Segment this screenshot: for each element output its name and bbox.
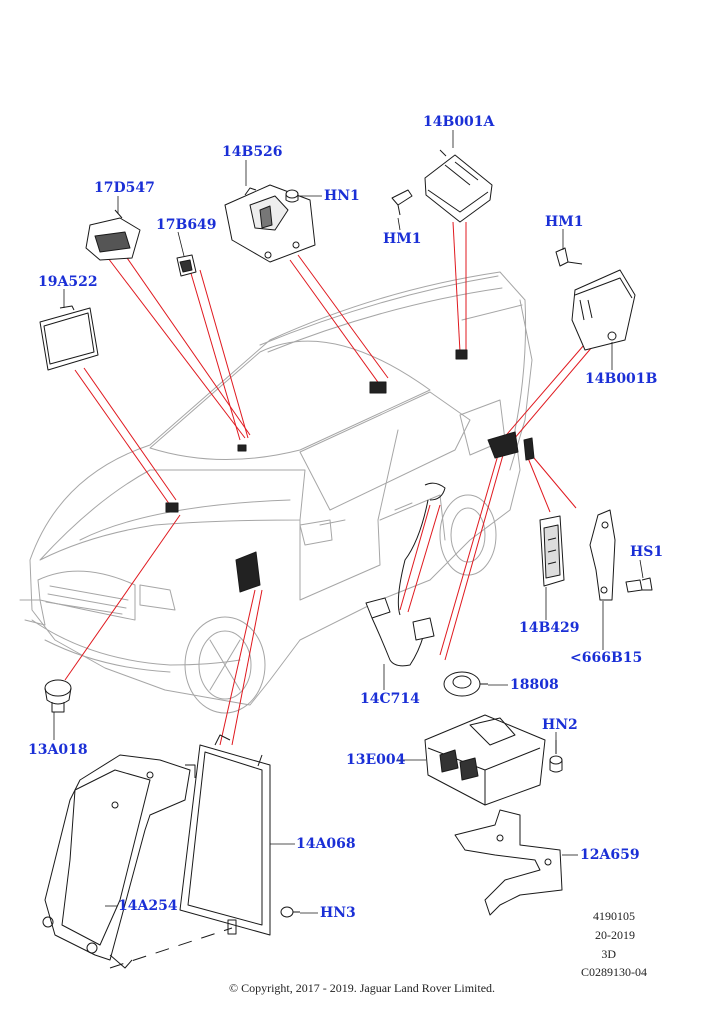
module-14B526-part bbox=[224, 184, 316, 263]
harness-14C714-part bbox=[365, 482, 446, 667]
speaker-18808-part bbox=[443, 671, 488, 697]
callout-14B001A: 14B001A bbox=[423, 114, 495, 130]
diagram-view: 3D bbox=[601, 947, 616, 961]
vehicle-outline bbox=[19, 271, 533, 714]
diagram-reference: C0289130-04 bbox=[581, 965, 647, 979]
callout-HN1: HN1 bbox=[324, 188, 360, 204]
module-14B001A-part bbox=[424, 149, 493, 223]
screw-HM1-right-part bbox=[555, 247, 583, 267]
callout-17B649: 17B649 bbox=[156, 217, 217, 233]
callout-14C714: 14C714 bbox=[360, 691, 420, 707]
part-marker-rear-roof bbox=[455, 349, 468, 360]
callout-HS1: HS1 bbox=[630, 544, 664, 560]
callout-13E004: 13E004 bbox=[346, 752, 406, 768]
screw-HM1-top-part bbox=[391, 189, 413, 216]
module-19A522-part bbox=[39, 305, 99, 371]
bracket-12A659-part bbox=[454, 809, 563, 916]
bracket-14A254-part bbox=[42, 754, 196, 969]
part-marker-rear-bracket bbox=[523, 437, 535, 461]
camera-17D547-part bbox=[85, 209, 141, 261]
callout-17D547: 17D547 bbox=[94, 180, 155, 196]
nut-HN2-part bbox=[549, 740, 563, 773]
nut-HN3-part bbox=[280, 906, 300, 918]
module-14A068-part bbox=[179, 734, 271, 936]
part-marker-door-module bbox=[235, 551, 261, 593]
module-14B001B-part bbox=[571, 269, 636, 351]
bracket-666B15-part bbox=[589, 509, 616, 601]
assembly-dash-line bbox=[109, 927, 233, 969]
callout-HM1-right: HM1 bbox=[545, 214, 584, 230]
copyright-notice: © Copyright, 2017 - 2019. Jaguar Land Ro… bbox=[228, 981, 496, 995]
callout-HM1-top: HM1 bbox=[383, 231, 422, 247]
callout-12A659: 12A659 bbox=[580, 847, 640, 863]
part-marker-windscreen bbox=[237, 444, 247, 452]
callout-14B526: 14B526 bbox=[222, 144, 283, 160]
callout-14B429: 14B429 bbox=[519, 620, 580, 636]
part-drawings bbox=[39, 149, 653, 969]
callout-14B001B: 14B001B bbox=[585, 371, 658, 387]
callout-19A522: 19A522 bbox=[38, 274, 98, 290]
bolt-HS1-part bbox=[625, 577, 653, 593]
diagram-date: 20-2019 bbox=[595, 928, 635, 942]
callout-13A018: 13A018 bbox=[28, 742, 88, 758]
part-marker-dash bbox=[165, 502, 179, 513]
callout-leaders bbox=[53, 130, 644, 914]
callout-HN2: HN2 bbox=[542, 717, 578, 733]
callout-HN3: HN3 bbox=[320, 905, 356, 921]
module-13E004-part bbox=[424, 714, 546, 806]
callout-14A068: 14A068 bbox=[296, 836, 356, 852]
switch-13A018-part bbox=[44, 679, 72, 713]
sensor-17B649-part bbox=[176, 254, 197, 277]
callout-666B15: <666B15 bbox=[570, 650, 643, 666]
callout-18808: 18808 bbox=[510, 677, 559, 693]
callout-14A254: 14A254 bbox=[118, 898, 178, 914]
part-marker-roof bbox=[369, 381, 387, 394]
leader-lines bbox=[64, 221, 599, 746]
diagram-code: 4190105 bbox=[593, 909, 635, 923]
part-marker-rear-module bbox=[487, 431, 519, 459]
module-14B429-part bbox=[539, 515, 565, 587]
nut-HN1-part bbox=[285, 189, 299, 203]
